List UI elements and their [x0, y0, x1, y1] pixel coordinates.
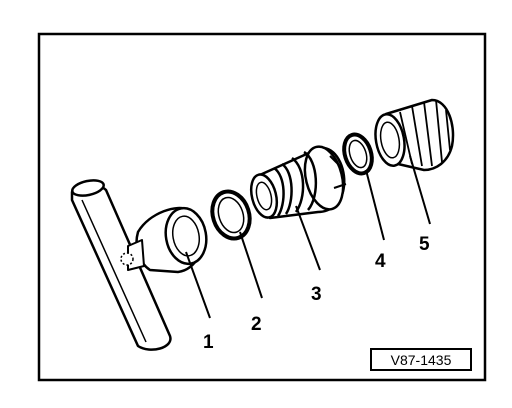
leader-line-4 — [365, 169, 385, 241]
callout-1: 1 — [203, 332, 214, 353]
small-o-ring — [342, 132, 374, 176]
tube-with-nipple — [70, 179, 208, 351]
callout-5: 5 — [419, 234, 430, 255]
reference-code: V87-1435 — [391, 352, 452, 368]
o-ring — [210, 189, 252, 241]
knurled-cap-nut — [374, 98, 455, 172]
leader-line-1 — [185, 251, 211, 319]
callout-3: 3 — [311, 284, 322, 305]
leader-line-3 — [295, 205, 321, 271]
reference-code-box: V87-1435 — [370, 348, 472, 371]
threaded-connector — [249, 145, 347, 220]
callout-2: 2 — [251, 314, 262, 335]
callout-4: 4 — [375, 251, 386, 272]
leader-line-2 — [239, 231, 263, 299]
leader-lines — [185, 155, 431, 319]
leader-line-5 — [409, 155, 431, 225]
